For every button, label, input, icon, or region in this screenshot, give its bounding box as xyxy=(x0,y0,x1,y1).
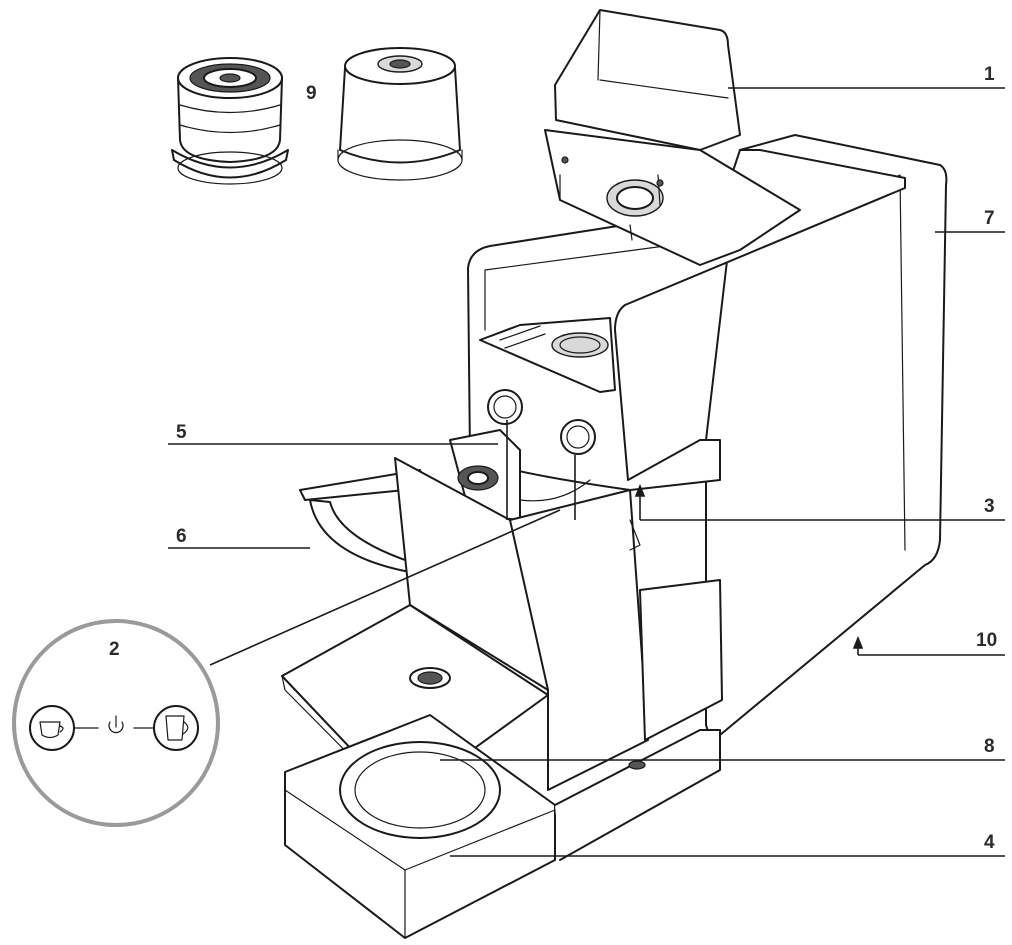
drip-tray xyxy=(284,714,721,939)
cup-tray xyxy=(281,457,723,799)
callout-8: 8 xyxy=(984,736,995,757)
large-cup-icon xyxy=(153,705,199,751)
callout-9: 9 xyxy=(306,83,317,104)
machine-lid xyxy=(544,9,801,266)
callout-6: 6 xyxy=(176,526,187,547)
callout-10: 10 xyxy=(976,630,997,651)
callout-1: 1 xyxy=(984,64,995,85)
callout-5: 5 xyxy=(176,422,187,443)
capsule-iperespresso xyxy=(171,57,289,185)
callout-2: 2 xyxy=(109,639,120,660)
button-inset: 2 xyxy=(12,619,220,827)
leader-lines xyxy=(168,87,1005,857)
power-icon xyxy=(108,715,124,734)
callout-7: 7 xyxy=(984,208,995,229)
capsule-cup xyxy=(337,47,463,181)
small-cup-icon xyxy=(29,705,75,751)
callout-3: 3 xyxy=(984,496,995,517)
callout-4: 4 xyxy=(984,832,995,853)
machine-body xyxy=(467,134,948,738)
